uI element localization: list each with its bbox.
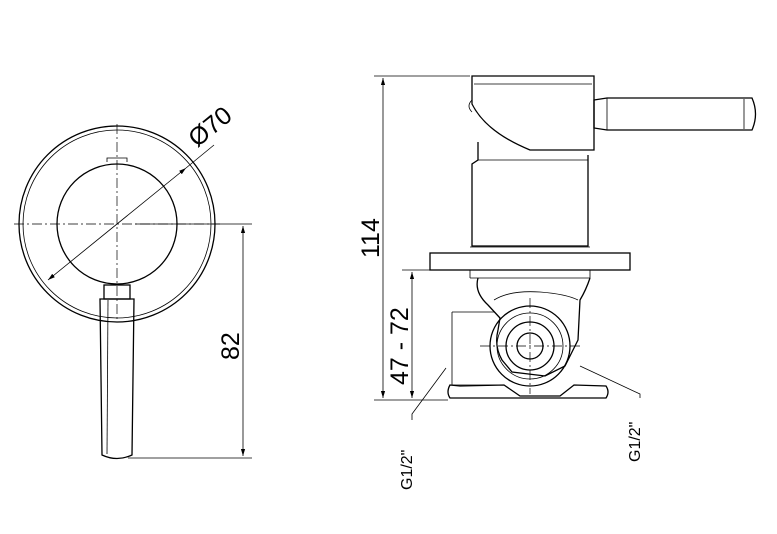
thread-leader-left: [411, 367, 447, 420]
diameter-label: Ø70: [183, 101, 237, 153]
lever-screw: [468, 99, 473, 113]
diameter-leader-line: [185, 144, 215, 169]
diameter-dimension-line: [47, 167, 187, 281]
dim-47-72-label: 47 - 72: [386, 307, 414, 385]
side-lever: [593, 97, 757, 131]
thread-label-left: G1/2": [399, 450, 416, 490]
dim-114-label: 114: [357, 218, 385, 258]
handle-top-nub: [106, 157, 128, 162]
mounting-flange: [447, 384, 609, 399]
wall-plate: [429, 252, 631, 271]
front-view: Ø70 82: [14, 101, 252, 460]
thread-label-right: G1/2": [627, 422, 644, 462]
sleeve: [471, 142, 589, 247]
lever-housing: [471, 75, 595, 151]
thread-leader-right: [579, 365, 641, 398]
front-lever: [99, 284, 135, 460]
side-view: 114 47 - 72 G1/2" G1/2": [357, 75, 757, 490]
valve-body: [476, 277, 591, 377]
dim-82-label: 82: [217, 332, 245, 360]
